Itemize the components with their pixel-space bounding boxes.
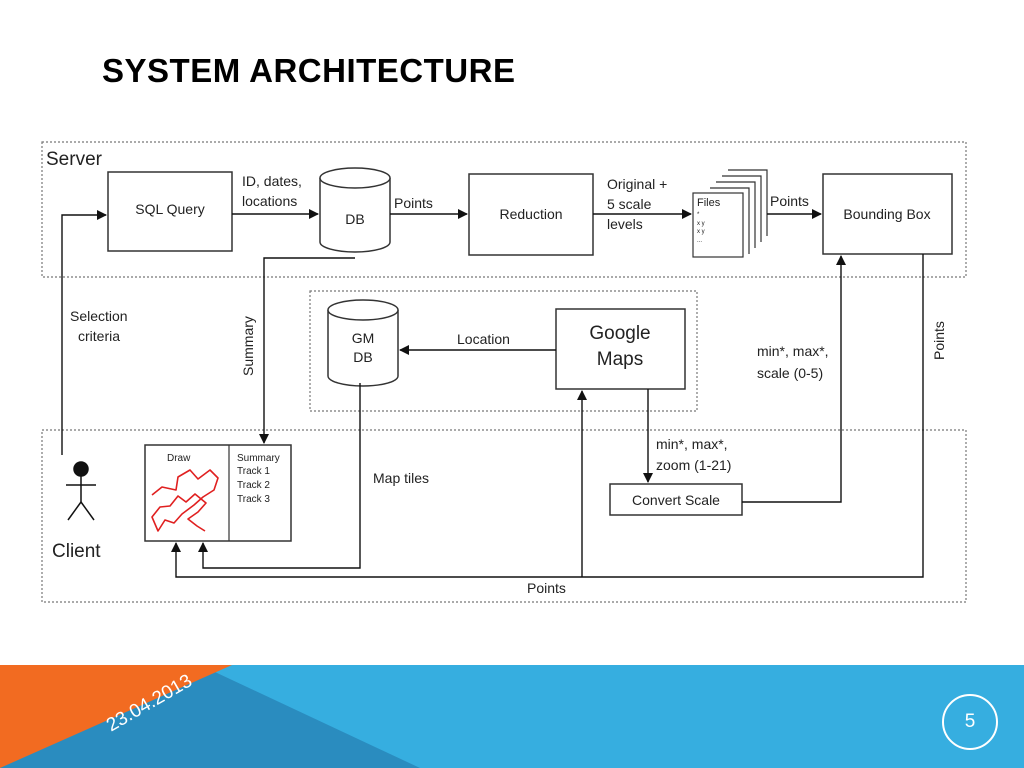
- summary-line: Track 2: [237, 480, 270, 491]
- bbox-points-label: Points: [931, 321, 947, 360]
- summary-label: Summary: [240, 316, 256, 376]
- google-maps-box: [555, 308, 686, 390]
- selection-criteria-label: criteria: [78, 328, 120, 344]
- sql-query-box: [107, 171, 233, 252]
- maps-to-convert-label: min*, max*,: [656, 436, 728, 452]
- bbox-points-edge: [171, 254, 924, 578]
- summary-line: Track 3: [237, 494, 270, 505]
- track-drawing: [151, 469, 219, 532]
- db-to-reduction-label: Points: [394, 195, 433, 211]
- google-maps-label: Maps: [597, 349, 643, 370]
- draw-label: Draw: [167, 453, 191, 464]
- summary-line: Track 1: [237, 466, 270, 477]
- sql-to-db-label: ID, dates,: [242, 173, 302, 189]
- gm-db-label: GM: [352, 330, 375, 346]
- convert-scale-label: Convert Scale: [632, 492, 720, 508]
- map-tiles-edge: [198, 383, 361, 569]
- files-to-bbox-label: Points: [770, 193, 809, 209]
- db-label: DB: [345, 211, 364, 227]
- server-region: [41, 141, 967, 278]
- google-maps-label: Google: [589, 323, 650, 344]
- summary-line: Summary: [237, 453, 280, 464]
- bounding-box-label: Bounding Box: [843, 206, 930, 222]
- client-region: [41, 429, 967, 603]
- files-line: ...: [697, 238, 702, 244]
- reduction-to-files-label: Original +: [607, 176, 667, 192]
- maps-to-convert-label: zoom (1-21): [656, 457, 731, 473]
- gm-db-label: DB: [353, 349, 372, 365]
- server-region-label: Server: [46, 149, 103, 170]
- sql-query-label: SQL Query: [135, 201, 205, 217]
- files-stack: Files * x y x y ...: [692, 169, 768, 258]
- sql-to-db-label: locations: [242, 193, 297, 209]
- db-cylinder: DB: [319, 167, 391, 253]
- client-panel: Draw Summary Track 1 Track 2 Track 3: [144, 444, 292, 542]
- bounding-box-node: [822, 173, 953, 255]
- gm-db-cylinder: GM DB: [327, 299, 399, 387]
- google-region: [309, 290, 698, 412]
- files-line: x y: [697, 221, 705, 227]
- page-number: 5: [942, 694, 998, 750]
- reduction-to-files-label: 5 scale: [607, 196, 652, 212]
- bbox-input-label: scale (0-5): [757, 365, 823, 381]
- reduction-label: Reduction: [499, 206, 562, 222]
- slide-title: SYSTEM ARCHITECTURE: [102, 52, 516, 89]
- selection-criteria-edge: [61, 210, 107, 455]
- bottom-points-label: Points: [527, 580, 566, 596]
- files-label: Files: [697, 197, 721, 209]
- files-line: *: [697, 212, 700, 218]
- user-figure: [66, 461, 96, 521]
- client-region-label: Client: [52, 541, 101, 562]
- summary-edge: [259, 257, 355, 444]
- convert-scale-box: [609, 483, 743, 516]
- bbox-input-label: min*, max*,: [757, 343, 829, 359]
- convert-to-bbox-edge: [742, 255, 846, 503]
- reduction-to-files-label: levels: [607, 216, 643, 232]
- footer-band: [0, 665, 1024, 768]
- location-label: Location: [457, 331, 510, 347]
- map-tiles-label: Map tiles: [373, 470, 429, 486]
- files-line: x y: [697, 229, 705, 235]
- selection-criteria-label: Selection: [70, 308, 128, 324]
